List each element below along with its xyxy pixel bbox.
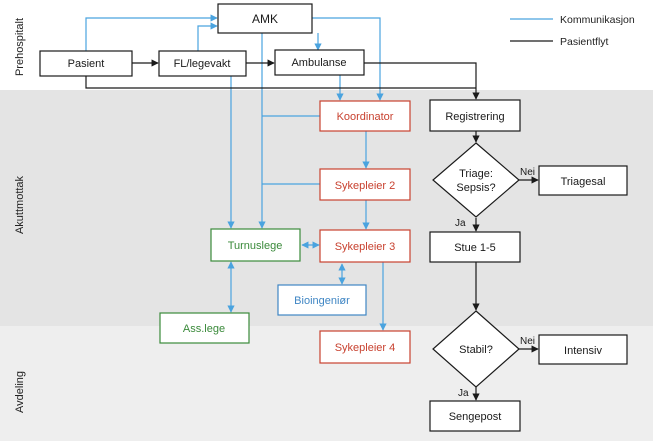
node-triage-label-line2: Sepsis? bbox=[456, 182, 495, 194]
node-fl-legevakt: FL/legevakt bbox=[158, 50, 247, 77]
node-intensiv-label: Intensiv bbox=[564, 345, 602, 357]
node-registrering-label: Registrering bbox=[445, 111, 504, 123]
node-sykepleier-3: Sykepleier 3 bbox=[319, 229, 411, 263]
edge-label-triage-yes: Ja bbox=[455, 218, 466, 229]
node-sykepleier-4: Sykepleier 4 bbox=[319, 330, 411, 364]
node-ambulanse-label: Ambulanse bbox=[291, 57, 346, 69]
node-pasient: Pasient bbox=[39, 50, 133, 77]
patient-flow-connectors bbox=[85, 59, 539, 401]
legend-communication-label: Kommunikasjon bbox=[560, 14, 635, 26]
node-amk-label: AMK bbox=[252, 12, 278, 26]
node-sykepleier-3-label: Sykepleier 3 bbox=[335, 241, 396, 253]
node-sykepleier-4-label: Sykepleier 4 bbox=[335, 342, 396, 354]
legend-patient-flow-label: Pasientflyt bbox=[560, 36, 609, 48]
node-ass-lege-label: Ass.lege bbox=[183, 323, 225, 335]
node-sengepost-label: Sengepost bbox=[449, 411, 502, 423]
node-turnuslege-label: Turnuslege bbox=[228, 240, 283, 252]
edge-label-stabil-yes: Ja bbox=[458, 388, 469, 399]
edge-label-triage-no: Nei bbox=[520, 167, 535, 178]
node-pasient-label: Pasient bbox=[68, 58, 105, 70]
node-ass-lege: Ass.lege bbox=[159, 312, 250, 344]
node-turnuslege: Turnuslege bbox=[210, 228, 301, 262]
node-amk: AMK bbox=[217, 3, 313, 34]
node-stabil-decision: Stabil? bbox=[432, 310, 520, 388]
node-stue: Stue 1-5 bbox=[429, 231, 521, 263]
node-fl-legevakt-label: FL/legevakt bbox=[174, 58, 231, 70]
node-triage-decision: Triage: Sepsis? bbox=[432, 142, 520, 218]
node-stue-label: Stue 1-5 bbox=[454, 242, 496, 254]
node-ambulanse: Ambulanse bbox=[274, 49, 365, 76]
node-koordinator: Koordinator bbox=[319, 100, 411, 132]
node-bioingenior: Bioingeniør bbox=[277, 284, 367, 316]
node-sengepost: Sengepost bbox=[429, 400, 521, 432]
node-bioingenior-label: Bioingeniør bbox=[294, 295, 350, 307]
zone-label-akuttmottak: Akuttmottak bbox=[14, 175, 26, 234]
node-triagesal: Triagesal bbox=[538, 165, 628, 196]
node-sykepleier-2-label: Sykepleier 2 bbox=[335, 180, 396, 192]
node-koordinator-label: Koordinator bbox=[337, 111, 394, 123]
node-intensiv: Intensiv bbox=[538, 334, 628, 365]
node-sykepleier-2: Sykepleier 2 bbox=[319, 168, 411, 201]
node-triage-label-line1: Triage: bbox=[459, 168, 493, 180]
edge-label-stabil-no: Nei bbox=[520, 336, 535, 347]
node-triagesal-label: Triagesal bbox=[561, 176, 606, 188]
zone-label-avdeling: Avdeling bbox=[14, 371, 26, 413]
node-stabil-label: Stabil? bbox=[459, 344, 493, 356]
node-registrering: Registrering bbox=[429, 99, 521, 132]
zone-label-prehospital: Prehospitalt bbox=[14, 18, 26, 76]
communication-connectors bbox=[85, 14, 387, 331]
